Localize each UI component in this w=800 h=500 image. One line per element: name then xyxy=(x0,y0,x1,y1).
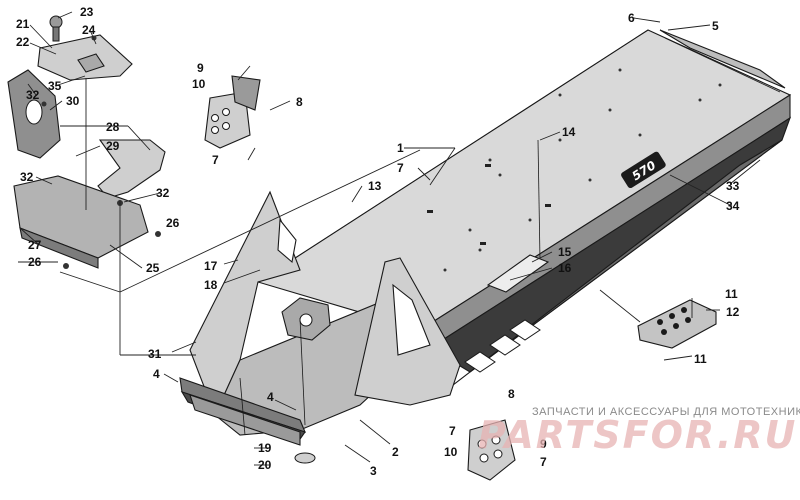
callout-numbers: 1 7 2 3 4 4 5 6 9 10 8 7 13 14 15 16 17 … xyxy=(16,5,740,478)
callout-25: 25 xyxy=(146,261,160,275)
callout-6: 6 xyxy=(628,11,635,25)
hitch-bracket-upper xyxy=(204,75,261,149)
callout-18: 18 xyxy=(204,278,218,292)
running-board-cutouts xyxy=(464,319,541,373)
callout-4: 4 xyxy=(267,390,274,404)
callout-7: 7 xyxy=(212,153,219,167)
watermark-site: PARTSFOR.RU xyxy=(478,413,797,457)
callout-9: 9 xyxy=(197,61,204,75)
callout-10: 10 xyxy=(192,77,206,91)
callout-13: 13 xyxy=(368,179,382,193)
leader-lines xyxy=(18,11,761,466)
callout-19: 19 xyxy=(258,441,272,455)
front-skid-plate-assembly xyxy=(7,15,166,269)
callout-17: 17 xyxy=(204,259,218,273)
callout-34: 34 xyxy=(726,199,740,213)
callout-28: 28 xyxy=(106,120,120,134)
callout-8: 8 xyxy=(296,95,303,109)
callout-16: 16 xyxy=(558,261,572,275)
callout-21: 21 xyxy=(16,17,30,31)
callout-32: 32 xyxy=(156,186,170,200)
callout-7: 7 xyxy=(449,424,456,438)
callout-10: 10 xyxy=(444,445,458,459)
deck-rivets xyxy=(443,68,722,272)
callout-4: 4 xyxy=(153,367,160,381)
watermark: ЗАПЧАСТИ И АКСЕССУАРЫ ДЛЯ МОТОТЕХНИКИ PA… xyxy=(478,406,800,457)
callout-15: 15 xyxy=(558,245,572,259)
callout-11: 11 xyxy=(725,287,738,301)
callout-11: 11 xyxy=(694,352,707,366)
spindle-mount xyxy=(281,297,331,341)
callout-3: 3 xyxy=(370,464,377,478)
callout-23: 23 xyxy=(80,5,94,19)
callout-22: 22 xyxy=(16,35,30,49)
callout-31: 31 xyxy=(148,347,162,361)
callout-2: 2 xyxy=(392,445,399,459)
callout-35: 35 xyxy=(48,79,62,93)
callout-9: 9 xyxy=(540,437,547,451)
callout-26: 26 xyxy=(166,216,180,230)
callout-8: 8 xyxy=(508,387,515,401)
hitch-bracket-lower xyxy=(467,419,516,481)
callout-20: 20 xyxy=(258,458,272,472)
callout-32: 32 xyxy=(26,88,40,102)
callout-26: 26 xyxy=(28,255,42,269)
callout-1: 1 xyxy=(397,141,404,155)
tunnel-assembly: 570 xyxy=(256,29,792,396)
callout-33: 33 xyxy=(726,179,740,193)
footrest-plate xyxy=(637,299,717,349)
callout-32: 32 xyxy=(20,170,34,184)
callout-5: 5 xyxy=(712,19,719,33)
watermark-tagline: ЗАПЧАСТИ И АКСЕССУАРЫ ДЛЯ МОТОТЕХНИКИ xyxy=(532,406,800,418)
callout-30: 30 xyxy=(66,94,80,108)
callout-29: 29 xyxy=(106,139,120,153)
front-bulkhead xyxy=(179,190,461,464)
callout-12: 12 xyxy=(726,305,740,319)
callout-24: 24 xyxy=(82,23,96,37)
callout-7: 7 xyxy=(397,161,404,175)
callout-14: 14 xyxy=(562,125,576,139)
callout-27: 27 xyxy=(28,238,42,252)
callout-7: 7 xyxy=(540,455,547,469)
